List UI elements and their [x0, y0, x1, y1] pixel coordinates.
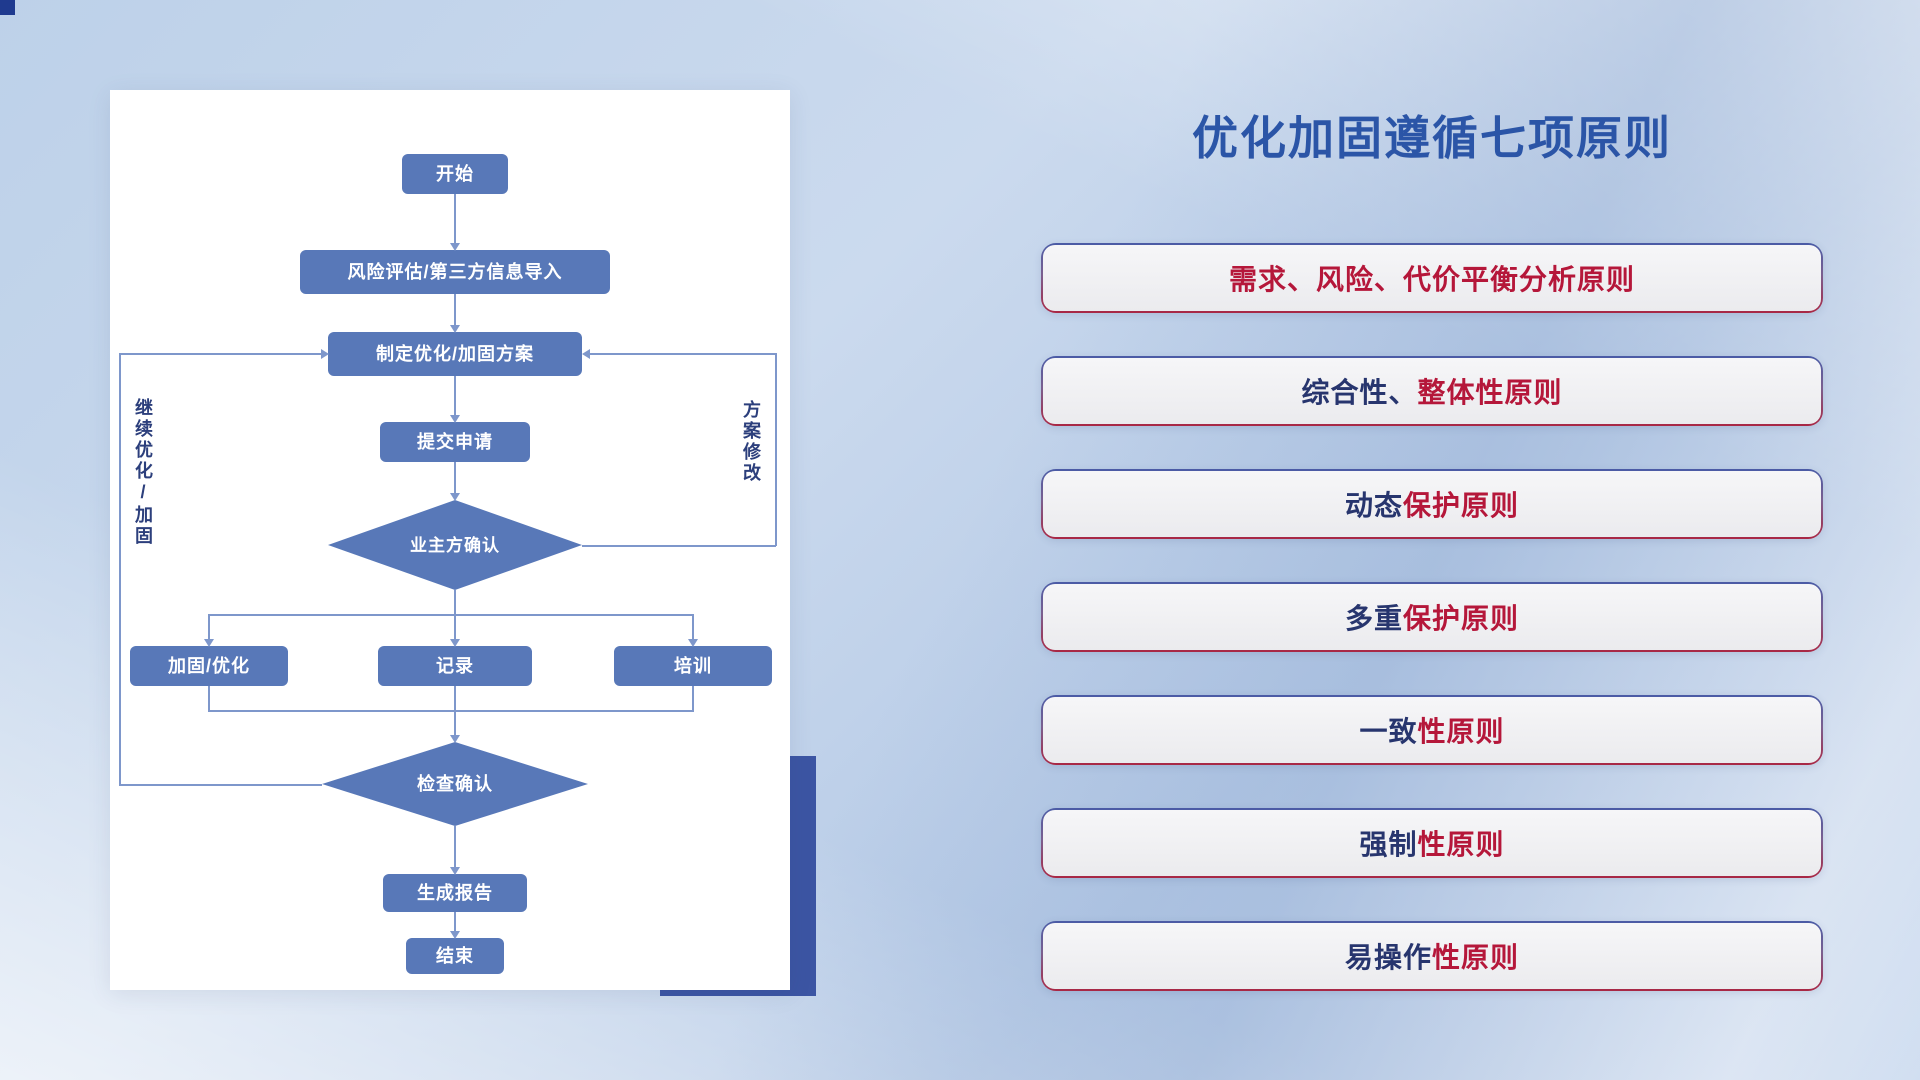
principle-text-blue: 动态 — [1344, 490, 1403, 521]
principle-text-red: 需求、风险、代价平衡分析原则 — [1228, 264, 1635, 295]
principle-text-blue: 综合性、 — [1301, 377, 1418, 408]
principle-card-1: 需求、风险、代价平衡分析原则 — [1041, 243, 1823, 313]
flow-line — [454, 614, 456, 640]
flow-line — [692, 686, 694, 711]
arrow-down-icon — [450, 931, 460, 939]
principle-text-blue: 一致 — [1359, 716, 1418, 747]
principle-text-red: 保护原则 — [1403, 603, 1520, 634]
arrow-down-icon — [204, 639, 214, 647]
arrow-down-icon — [450, 493, 460, 501]
flow-node-training: 培训 — [614, 646, 772, 686]
flow-line — [454, 462, 456, 494]
principle-text: 动态保护原则 — [1043, 471, 1821, 537]
principle-text: 易操作性原则 — [1043, 923, 1821, 989]
flow-line — [692, 614, 694, 640]
flow-line — [454, 376, 456, 416]
corner-accent — [0, 0, 15, 15]
principle-card-2: 综合性、整体性原则 — [1041, 356, 1823, 426]
flow-line — [119, 784, 322, 786]
arrow-down-icon — [450, 325, 460, 333]
flow-line — [119, 353, 321, 355]
principle-text: 强制性原则 — [1043, 810, 1821, 876]
flow-line — [454, 826, 456, 868]
flow-line — [454, 194, 456, 244]
arrow-down-icon — [450, 867, 460, 875]
principle-text: 需求、风险、代价平衡分析原则 — [1043, 245, 1821, 311]
flow-node-end: 结束 — [406, 938, 504, 974]
flow-line — [208, 710, 694, 712]
flow-node-reinforce: 加固/优化 — [130, 646, 288, 686]
flow-line — [582, 545, 776, 547]
arrow-down-icon — [450, 415, 460, 423]
flow-node-report: 生成报告 — [383, 874, 527, 912]
principle-text-red: 整体性原则 — [1417, 377, 1563, 408]
principle-text-red: 性原则 — [1417, 716, 1505, 747]
principle-card-3: 动态保护原则 — [1041, 469, 1823, 539]
arrow-right-icon — [321, 349, 329, 359]
flow-line — [208, 614, 210, 640]
flow-line — [454, 912, 456, 932]
principle-text: 综合性、整体性原则 — [1043, 358, 1821, 424]
flow-line — [775, 353, 777, 546]
principle-card-6: 强制性原则 — [1041, 808, 1823, 878]
principle-text-blue: 易操作 — [1344, 942, 1432, 973]
flow-node-risk-import: 风险评估/第三方信息导入 — [300, 250, 610, 294]
flow-node-make-plan: 制定优化/加固方案 — [328, 332, 582, 376]
principle-text-blue: 多重 — [1344, 603, 1403, 634]
arrow-down-icon — [450, 243, 460, 251]
flow-line — [454, 294, 456, 326]
arrow-left-icon — [582, 349, 590, 359]
flow-node-submit: 提交申请 — [380, 422, 530, 462]
arrow-down-icon — [688, 639, 698, 647]
loop-label-continue: 继续优化/加固 — [133, 398, 153, 547]
flow-line — [454, 710, 456, 736]
flowchart-card: 开始 风险评估/第三方信息导入 制定优化/加固方案 提交申请 业主方确认 加固/… — [110, 90, 790, 990]
principle-text: 一致性原则 — [1043, 697, 1821, 763]
flow-line — [119, 353, 121, 785]
principle-text-red: 保护原则 — [1403, 490, 1520, 521]
principle-card-7: 易操作性原则 — [1041, 921, 1823, 991]
principle-text: 多重保护原则 — [1043, 584, 1821, 650]
flow-line — [454, 590, 456, 614]
loop-label-modify: 方案修改 — [741, 400, 761, 484]
flow-decision-check-confirm: 检查确认 — [322, 742, 588, 826]
principle-card-4: 多重保护原则 — [1041, 582, 1823, 652]
arrow-down-icon — [450, 735, 460, 743]
arrow-down-icon — [450, 639, 460, 647]
principle-text-red: 性原则 — [1432, 942, 1520, 973]
page-title: 优化加固遵循七项原则 — [1192, 112, 1672, 164]
flow-line — [454, 686, 456, 711]
flow-node-record: 记录 — [378, 646, 532, 686]
principle-text-red: 性原则 — [1417, 829, 1505, 860]
flow-line — [208, 686, 210, 711]
flow-decision-owner-confirm: 业主方确认 — [328, 500, 582, 590]
principle-text-blue: 强制 — [1359, 829, 1418, 860]
flow-line — [209, 614, 694, 616]
principle-card-5: 一致性原则 — [1041, 695, 1823, 765]
flow-node-start: 开始 — [402, 154, 508, 194]
flow-line — [589, 353, 776, 355]
